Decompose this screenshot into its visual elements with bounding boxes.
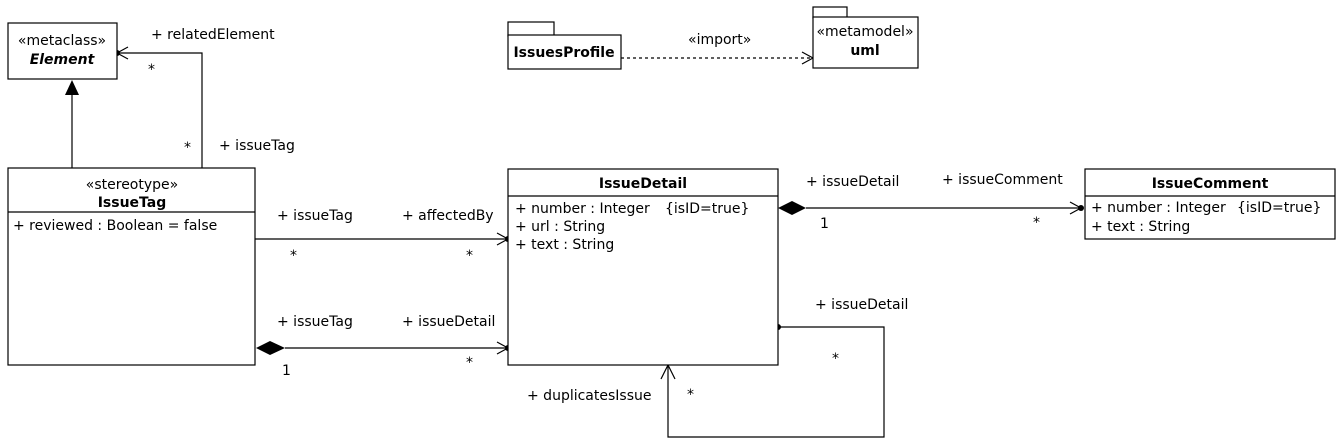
composition-issuetag-issuedetail[interactable] <box>256 341 511 355</box>
multiplicity-comment: * <box>1033 215 1040 231</box>
package-uml-stereotype: «metamodel» <box>816 24 913 40</box>
multiplicity-issue-tag-upper: * <box>184 140 191 156</box>
composition-diamond-icon <box>256 341 285 355</box>
generalization-issuetag-element[interactable] <box>65 80 79 168</box>
package-issues-profile[interactable]: IssuesProfile <box>507 21 622 70</box>
ownership-dot-icon <box>1078 205 1084 211</box>
class-issuetag[interactable]: «stereotype» IssueTag + reviewed : Boole… <box>7 167 256 366</box>
role-comp-detail: + issueDetail <box>402 314 495 330</box>
class-issuedetail-attribute: + number : Integer <box>515 201 650 217</box>
role-affected-by: + affectedBy <box>402 208 494 224</box>
role-self-dup: + duplicatesIssue <box>527 388 651 404</box>
class-issuedetail-constraint: {isID=true} <box>665 201 749 217</box>
class-issuedetail-name: IssueDetail <box>599 176 687 192</box>
multiplicity-self-dup: * <box>687 387 694 403</box>
association-affected-by[interactable] <box>255 232 511 246</box>
multiplicity-comp-tag: 1 <box>282 363 291 379</box>
role-self-detail: + issueDetail <box>815 297 908 313</box>
class-issuecomment[interactable]: IssueComment + number : Integer {isID=tr… <box>1084 168 1336 240</box>
class-issuedetail-attribute: + url : String <box>515 219 605 235</box>
role-issue-tag-upper: + issueTag <box>219 138 295 154</box>
multiplicity-comment-detail: 1 <box>820 216 829 232</box>
class-issuetag-name: IssueTag <box>98 195 167 211</box>
class-issuecomment-name: IssueComment <box>1152 176 1269 192</box>
role-affected-tag: + issueTag <box>277 208 353 224</box>
multiplicity-related-element: * <box>148 62 155 78</box>
generalization-arrowhead-icon <box>65 80 79 95</box>
class-issuedetail-attribute: + text : String <box>515 237 614 253</box>
class-element-stereotype: «metaclass» <box>18 33 106 49</box>
class-element-name: Element <box>30 52 96 68</box>
import-label: «import» <box>688 32 751 48</box>
package-uml-name: uml <box>850 43 879 59</box>
multiplicity-affected-by: * <box>466 248 473 264</box>
import-dependency[interactable] <box>621 51 815 65</box>
composition-diamond-icon <box>778 201 806 215</box>
class-issuedetail[interactable]: IssueDetail + number : Integer {isID=tru… <box>507 168 779 366</box>
package-issues-profile-name: IssuesProfile <box>513 45 614 61</box>
class-issuecomment-constraint: {isID=true} <box>1237 200 1321 216</box>
class-issuetag-attribute: + reviewed : Boolean = false <box>13 218 217 234</box>
class-element[interactable]: «metaclass» Element <box>7 22 118 80</box>
role-comment: + issueComment <box>942 172 1063 188</box>
class-issuecomment-attribute: + number : Integer <box>1091 200 1226 216</box>
composition-issuedetail-issuecomment[interactable] <box>778 201 1084 215</box>
role-related-element: + relatedElement <box>151 27 275 43</box>
package-uml[interactable]: «metamodel» uml <box>812 6 919 69</box>
class-issuecomment-attribute: + text : String <box>1091 219 1190 235</box>
multiplicity-affected-tag: * <box>290 248 297 264</box>
role-comp-tag: + issueTag <box>277 314 353 330</box>
class-issuetag-stereotype: «stereotype» <box>86 177 178 193</box>
multiplicity-comp-detail: * <box>466 355 473 371</box>
multiplicity-self-detail: * <box>832 351 839 367</box>
role-comment-detail: + issueDetail <box>806 174 899 190</box>
